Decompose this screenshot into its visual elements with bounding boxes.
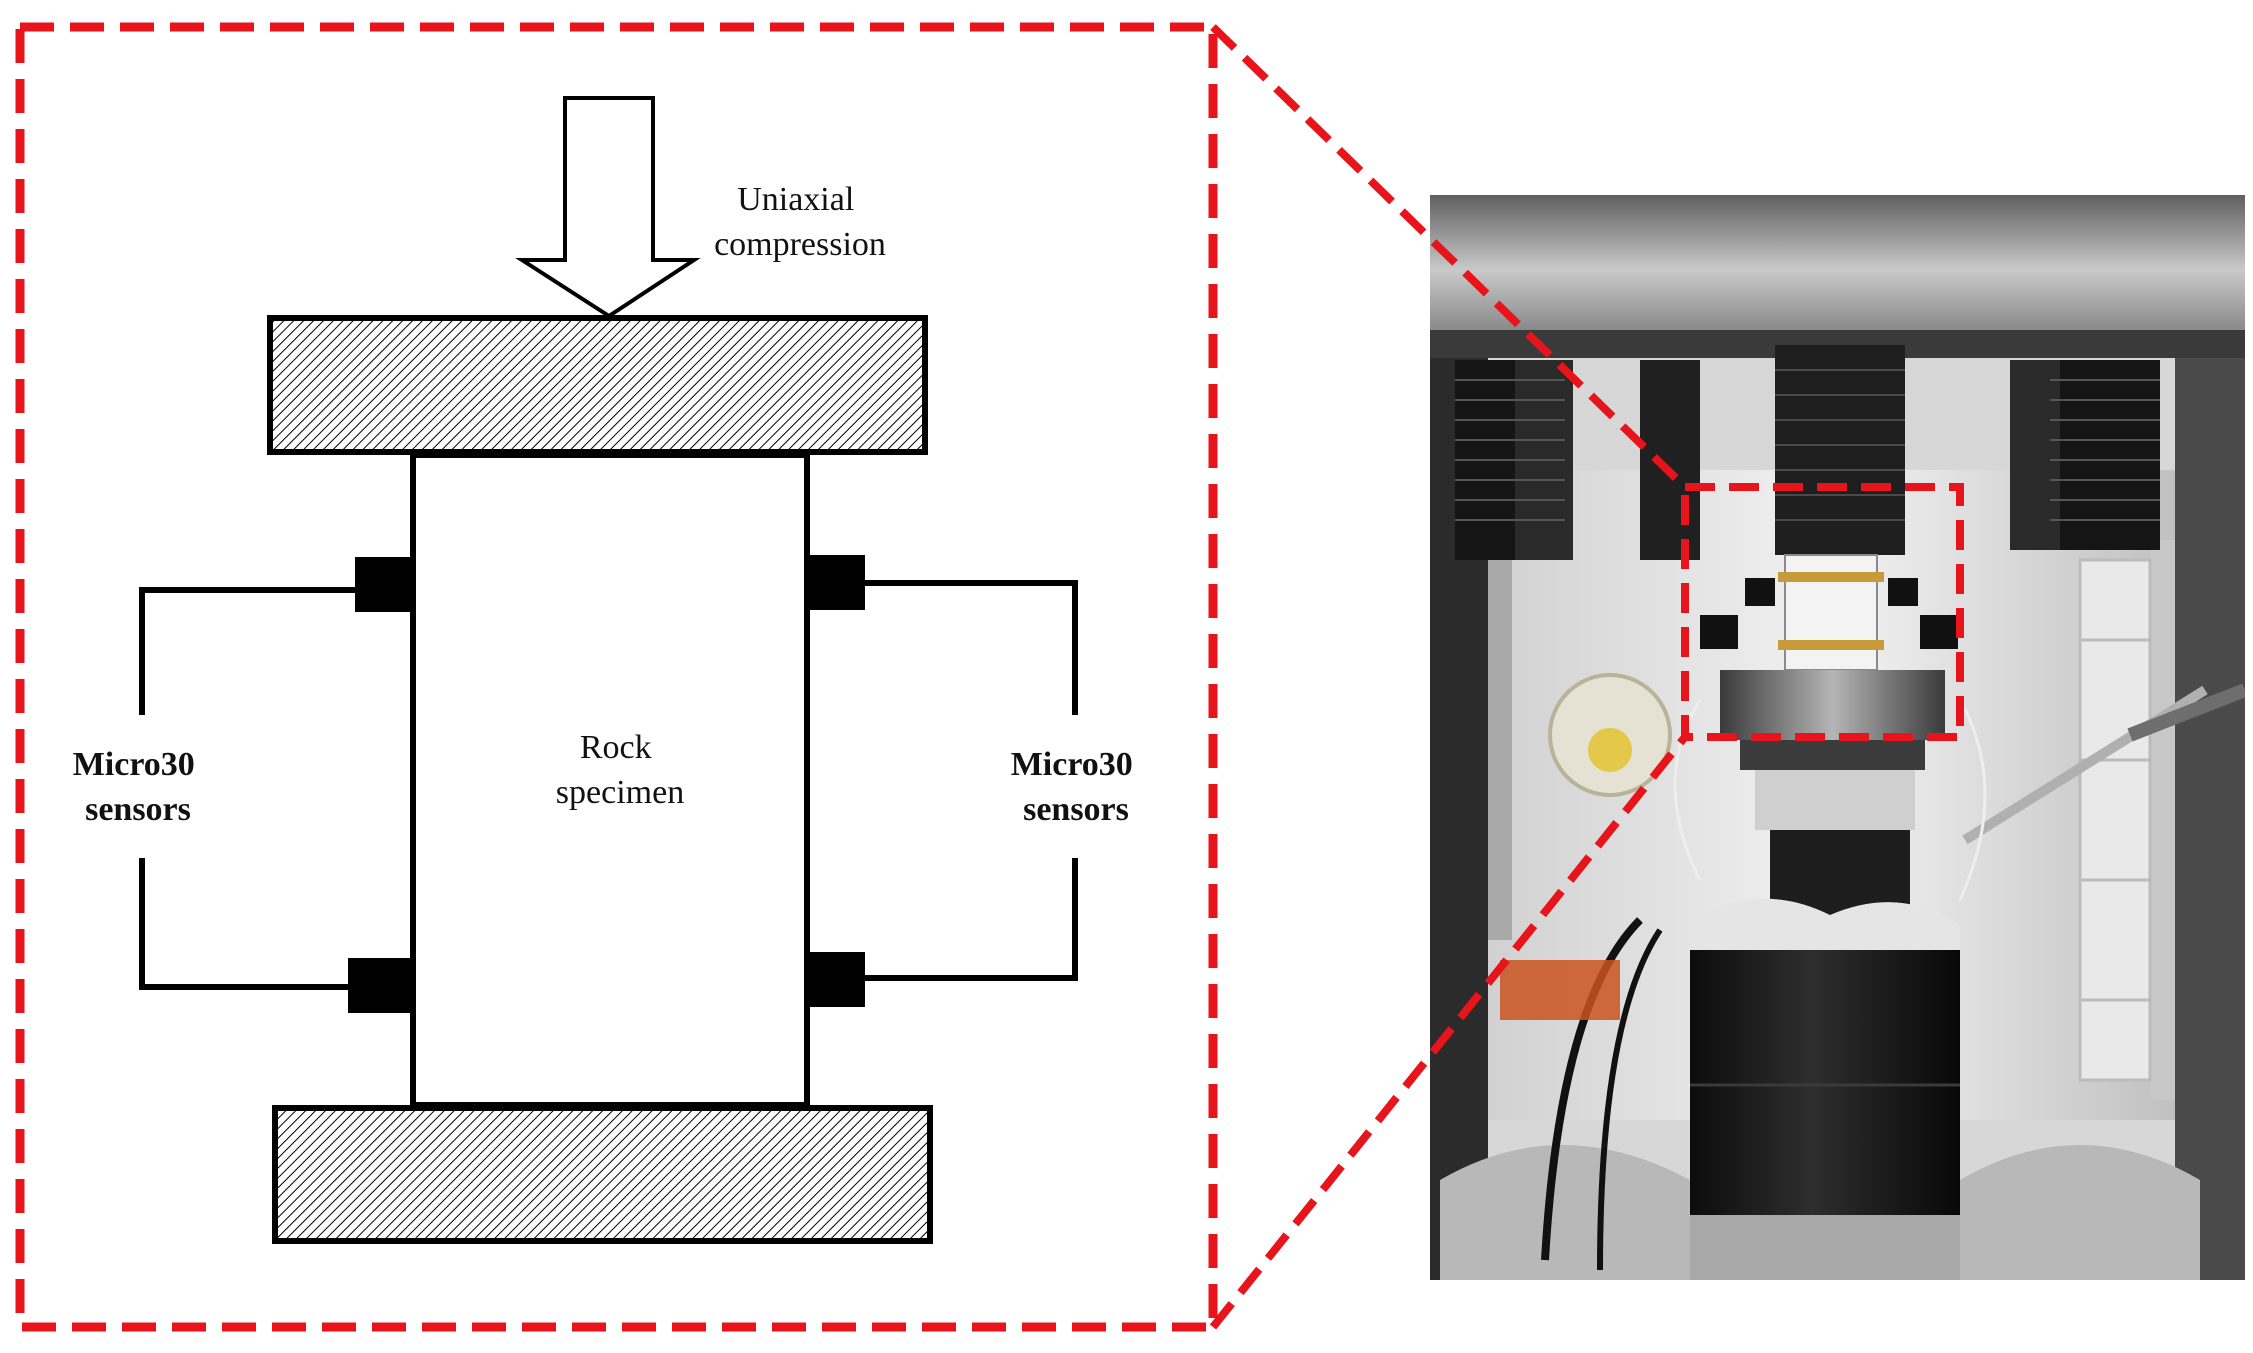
photo-callout-box	[1681, 483, 1964, 741]
bottom-platen	[272, 1105, 933, 1244]
sensors-right-line1: Micro30	[1011, 746, 1133, 783]
sensor-right-top	[807, 555, 865, 610]
load-label-line2: compression	[714, 226, 886, 263]
specimen-label-line2: specimen	[556, 774, 684, 811]
sensor-right-bottom	[807, 952, 865, 1007]
sensor-left-bottom	[348, 958, 413, 1013]
sensors-left-line1: Micro30	[73, 746, 195, 783]
sensor-wire-left-bottom	[139, 858, 348, 990]
sensors-right-label: Micro30 sensors	[1011, 746, 1142, 828]
specimen-label: Rock specimen	[556, 729, 684, 811]
test-machine-photo	[1430, 195, 2245, 1280]
sensor-wire-right-top	[865, 580, 1078, 715]
sensor-wire-left-top	[139, 587, 355, 715]
load-label-line1: Uniaxial	[737, 181, 854, 218]
sensor-wire-right-bottom	[865, 858, 1078, 981]
load-label: Uniaxial compression	[714, 181, 886, 263]
callout-connector-bottom	[1209, 734, 1689, 1330]
schematic-panel: Uniaxial compression Rock specimen Micro…	[15, 22, 1218, 1332]
top-platen	[267, 315, 928, 455]
sensor-left-top	[355, 557, 413, 612]
rock-specimen	[410, 452, 810, 1108]
sensors-left-label: Micro30 sensors	[73, 746, 204, 828]
sensors-left-line2: sensors	[85, 791, 191, 828]
callout-connector-top	[1210, 24, 1688, 490]
sensors-right-line2: sensors	[1023, 791, 1129, 828]
load-arrow	[515, 96, 701, 319]
specimen-label-line1: Rock	[580, 729, 652, 766]
